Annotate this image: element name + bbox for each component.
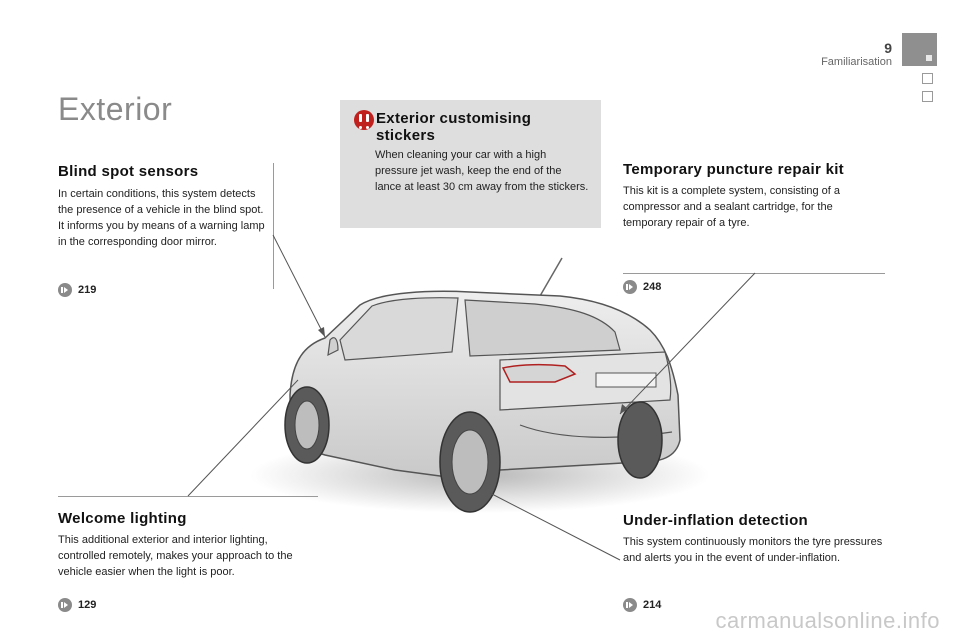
warning-box: Exterior customising stickers When clean…	[340, 100, 601, 228]
car-rear-window	[464, 299, 621, 357]
warning-title: Exterior customising stickers	[376, 110, 532, 144]
page-number: 9	[884, 40, 892, 56]
page-title: Exterior	[58, 91, 173, 127]
leader-arrow	[620, 404, 628, 414]
under-inflation-title: Under-inflation detection	[623, 512, 808, 529]
leader-line-welcome-lighting	[187, 379, 299, 497]
section-tab[interactable]	[922, 91, 933, 102]
warning-text: When cleaning your car with a high press…	[375, 149, 589, 193]
leader-line-blind-spot	[272, 234, 326, 338]
section-name: Familiarisation	[821, 56, 892, 68]
car-rear-rim	[451, 429, 489, 495]
blind-spot-page-ref[interactable]: 219	[58, 283, 96, 297]
car-door-mirror	[327, 337, 339, 357]
puncture-kit-title: Temporary puncture repair kit	[623, 161, 844, 178]
page-link-icon	[58, 598, 72, 612]
page-ref-number: 214	[643, 599, 662, 611]
welcome-lighting-page-ref[interactable]: 129	[58, 598, 96, 612]
warning-icon-dot	[366, 126, 369, 129]
puncture-kit-text: This kit is a complete system, consistin…	[623, 185, 841, 229]
page-ref-number: 219	[78, 284, 97, 296]
section-tab[interactable]	[922, 73, 933, 84]
leader-line-under-inflation	[489, 492, 621, 561]
car-number-plate	[595, 372, 657, 388]
welcome-lighting-title: Welcome lighting	[58, 510, 187, 527]
page-link-icon	[623, 280, 637, 294]
car-front-rim	[294, 400, 320, 450]
car-right-rear-wheel	[617, 401, 663, 479]
blind-spot-text: In certain conditions, this system detec…	[58, 188, 265, 248]
car-antenna	[539, 257, 563, 297]
warning-icon-dot	[359, 126, 362, 129]
warning-icon	[354, 110, 374, 130]
car-tail-light	[501, 363, 577, 383]
divider	[58, 496, 318, 497]
puncture-kit-page-ref[interactable]: 248	[623, 280, 661, 294]
page-ref-number: 129	[78, 599, 97, 611]
under-inflation-text: This system continuously monitors the ty…	[623, 536, 883, 564]
divider	[273, 163, 274, 289]
section-tab-active[interactable]	[902, 33, 937, 66]
car-side-window	[339, 297, 459, 361]
leader-arrow	[318, 327, 325, 337]
page-link-icon	[58, 283, 72, 297]
blind-spot-title: Blind spot sensors	[58, 163, 199, 180]
welcome-lighting-text: This additional exterior and interior li…	[58, 534, 293, 578]
page-ref-number: 248	[643, 281, 662, 293]
page-link-icon	[623, 598, 637, 612]
under-inflation-page-ref[interactable]: 214	[623, 598, 661, 612]
watermark: carmanualsonline.info	[715, 608, 940, 633]
leader-line-puncture-kit	[619, 272, 756, 415]
